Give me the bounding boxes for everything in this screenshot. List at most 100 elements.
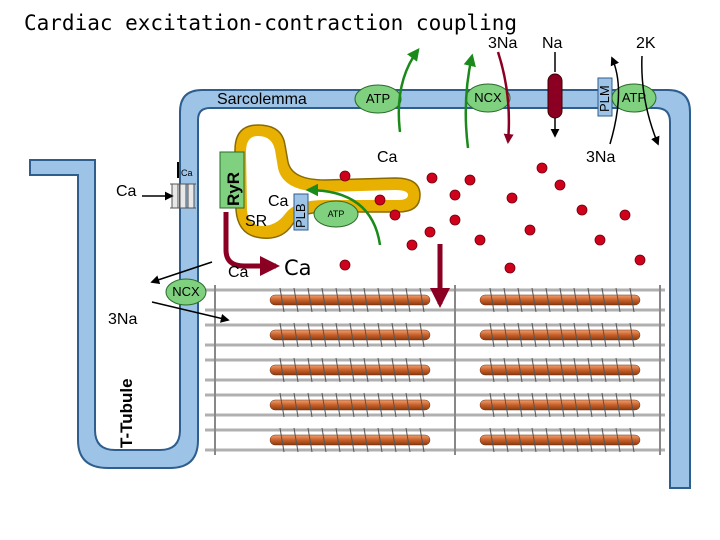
thick-filament <box>269 399 431 411</box>
myosin-head <box>307 392 313 418</box>
myosin-head <box>307 322 313 348</box>
ca-ion-dot <box>464 174 476 186</box>
ca-ion-dot <box>424 226 436 238</box>
myosin-head <box>573 287 579 313</box>
myosin-head <box>279 357 285 383</box>
ncx-left-ca-arrow <box>150 261 213 284</box>
myosin-head <box>419 427 425 453</box>
myosin-head <box>377 427 383 453</box>
myosin-head <box>601 427 607 453</box>
myosin-head <box>321 357 327 383</box>
myosin-head <box>321 427 327 453</box>
atp-top-label: ATP <box>366 91 390 106</box>
myosin-head <box>531 427 537 453</box>
myosin-head <box>531 357 537 383</box>
ncx-left-na-arrow <box>151 301 230 323</box>
myosin-head <box>615 322 621 348</box>
myosin-head <box>391 427 397 453</box>
myosin-head <box>629 287 635 313</box>
ca-release-arrow <box>223 212 280 276</box>
ca-ion-dot <box>536 162 548 174</box>
thick-filament <box>269 294 431 306</box>
myosin-head <box>573 427 579 453</box>
myosin-head <box>335 392 341 418</box>
myosin-head <box>517 322 523 348</box>
myosin-head <box>391 322 397 348</box>
myosin-head <box>307 287 313 313</box>
sr-label: SR <box>245 213 267 230</box>
myosin-head <box>601 322 607 348</box>
ncx-left-label: NCX <box>172 284 200 299</box>
ncx-top-ca-arrow <box>463 53 476 149</box>
myosin-head <box>321 392 327 418</box>
thick-filament <box>479 434 641 446</box>
diagram-title: Cardiac excitation-contraction coupling <box>24 11 517 35</box>
myosin-head <box>405 322 411 348</box>
ca-ion-dot <box>449 189 461 201</box>
myosin-head <box>615 427 621 453</box>
myosin-head <box>489 427 495 453</box>
sr-lumen <box>246 136 408 226</box>
na3-left-label: 3Na <box>108 311 137 328</box>
sarcolemma-membrane <box>29 89 691 489</box>
ca-ion-dot <box>406 239 418 251</box>
myosin-head <box>517 392 523 418</box>
myosin-head <box>349 427 355 453</box>
k2-label: 2K <box>636 35 656 52</box>
myosin-head <box>419 357 425 383</box>
ryr-label: RyR <box>224 172 243 206</box>
ca-top-label: Ca <box>377 149 398 166</box>
plb-box <box>293 193 309 231</box>
myosin-head <box>419 287 425 313</box>
myosin-head <box>601 287 607 313</box>
na-top-label: Na <box>542 35 563 52</box>
nak-na-efflux-arrow <box>609 56 620 145</box>
t-tubule-lumen <box>109 175 165 436</box>
na-channel <box>547 73 563 119</box>
myosin-head <box>335 357 341 383</box>
ca-ion-dot <box>426 172 438 184</box>
nak-atpase-pump <box>611 83 657 113</box>
myosin-head <box>503 357 509 383</box>
ca-ion-dot <box>449 214 461 226</box>
ca-release-label: Ca <box>228 264 249 281</box>
plm-label: PLM <box>597 85 612 112</box>
myosin-head <box>293 427 299 453</box>
myosin-head <box>517 427 523 453</box>
myosin-head <box>293 392 299 418</box>
myosin-head <box>615 287 621 313</box>
myosin-head <box>363 357 369 383</box>
myosin-head <box>363 322 369 348</box>
thick-filament <box>479 364 641 376</box>
ncx-top-na-arrow <box>496 51 514 144</box>
myosin-head <box>629 322 635 348</box>
t-tubule-label: T-Tubule <box>117 378 136 448</box>
myosin-head <box>307 427 313 453</box>
ca-arrow-helper <box>430 240 438 290</box>
myosin-head <box>531 287 537 313</box>
myosin-head <box>601 392 607 418</box>
ca-ions <box>339 162 646 274</box>
myosin-head <box>335 287 341 313</box>
thick-filament <box>269 434 431 446</box>
myosin-head <box>489 322 495 348</box>
nak-k-influx-arrow <box>641 55 660 146</box>
ca-ion-dot <box>554 179 566 191</box>
na3-right-label: 3Na <box>586 149 615 166</box>
plb-label: PLB <box>293 203 308 228</box>
myosin-head <box>405 357 411 383</box>
ryr-channel <box>219 151 245 209</box>
ca-ion-dot <box>634 254 646 266</box>
myosin-head <box>489 392 495 418</box>
myosin-head <box>489 287 495 313</box>
myosin-head <box>559 287 565 313</box>
ca-left-label: Ca <box>116 183 137 200</box>
myosin-head <box>503 322 509 348</box>
myosin-head <box>279 322 285 348</box>
myosin-head <box>629 357 635 383</box>
myosin-head <box>587 287 593 313</box>
myosin-head <box>349 392 355 418</box>
myosin-head <box>587 357 593 383</box>
